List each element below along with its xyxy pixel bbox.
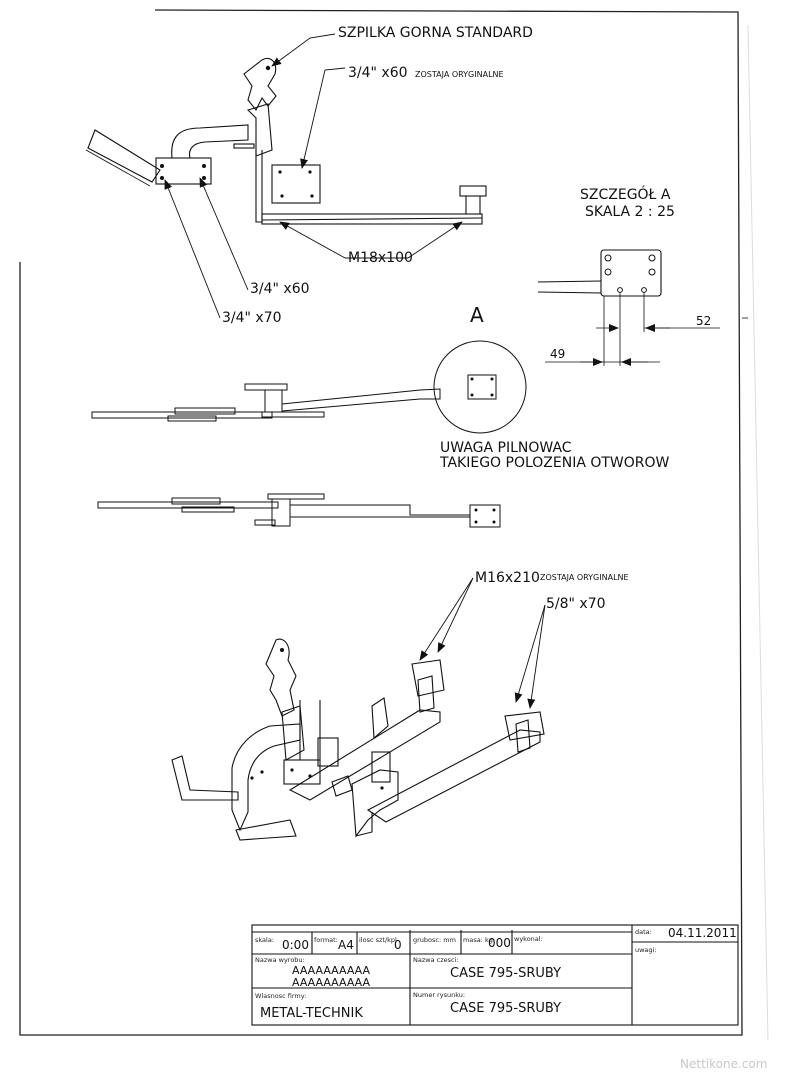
watermark: Nettikone.com: [680, 1057, 767, 1071]
middle-view-1-holes: [470, 377, 494, 397]
tb-masa-value: 000: [488, 936, 511, 950]
iso-view-holes: [250, 648, 384, 790]
middle-view-1: [91, 374, 497, 422]
sheet-frame: [19, 9, 743, 1036]
label-m18: M18x100: [348, 250, 413, 266]
middle-view-2: [97, 493, 501, 528]
dim-52: 52: [696, 314, 711, 328]
detail-marker-a: A: [470, 303, 484, 327]
label-m16: M16x210: [475, 570, 540, 586]
top-view-leaders: [164, 33, 463, 319]
note-line2: TAKIEGO POLOZENIA OTWOROW: [439, 455, 670, 471]
note-line1: UWAGA PILNOWAC: [440, 440, 572, 456]
label-m16-note: ZOSTAJA ORYGINALNE: [540, 573, 629, 582]
tb-ilosc-label: ilosc szt/kpl: [359, 936, 397, 944]
tb-format-label: format:: [314, 936, 338, 944]
dim-49: 49: [550, 347, 565, 361]
tb-nazwa-czesci-value: CASE 795-SRUBY: [450, 966, 561, 981]
tb-numer-label: Numer rysunku:: [413, 991, 465, 999]
tb-wykonal-label: wykonal:: [514, 935, 543, 943]
title-block-grid: [251, 924, 739, 1026]
label-34x60: 3/4" x60: [250, 281, 310, 297]
detail-title-line2: SKALA 2 : 25: [585, 204, 675, 220]
tb-nazwa-wyrobu-label: Nazwa wyrobu:: [255, 956, 305, 964]
tb-data-label: data:: [635, 928, 652, 936]
tb-nazwa-wyrobu-line2: AAAAAAAAAA: [292, 976, 370, 989]
tb-skala-value: 0:00: [282, 938, 309, 952]
iso-leaders: [419, 577, 546, 709]
tb-wlasnosc-label: Wlasnosc firmy:: [255, 992, 306, 1000]
tb-uwagi-label: uwagi:: [635, 946, 657, 954]
detail-a-holes: [604, 254, 656, 293]
middle-view-2-holes: [474, 508, 496, 524]
sheet-edge-right: [747, 24, 769, 1041]
detail-a-drawing: [537, 249, 662, 297]
label-bolt-top-note: ZOSTAJA ORYGINALNE: [415, 70, 504, 79]
label-34x70: 3/4" x70: [222, 310, 282, 326]
label-58x70: 5/8" x70: [546, 596, 606, 612]
detail-a-circle: [433, 340, 527, 434]
label-bolt-top-34x60: 3/4" x60: [348, 65, 408, 81]
tb-numer-value: CASE 795-SRUBY: [450, 1001, 561, 1016]
tb-grubosc-label: grubosc: mm: [413, 936, 456, 944]
tb-format-value: A4: [338, 938, 354, 952]
label-szpilka: SZPILKA GORNA STANDARD: [338, 25, 533, 41]
tb-skala-label: skala:: [255, 936, 274, 944]
top-view-drawing: [85, 57, 487, 225]
detail-title-line1: SZCZEGÓŁ A: [580, 185, 671, 203]
tb-wlasnosc-value: METAL-TECHNIK: [260, 1006, 363, 1021]
tb-ilosc-value: 0: [394, 938, 402, 952]
detail-a-dimensions: [545, 293, 748, 366]
top-view-holes: [160, 65, 314, 198]
tb-nazwa-wyrobu-line1: AAAAAAAAAA: [292, 964, 370, 977]
tb-nazwa-czesci-label: Nazwa czesci:: [413, 956, 459, 964]
tb-masa-label: masa: kg: [463, 936, 493, 944]
iso-view-drawing: [171, 638, 545, 841]
tb-data-value: 04.11.2011: [668, 926, 737, 940]
